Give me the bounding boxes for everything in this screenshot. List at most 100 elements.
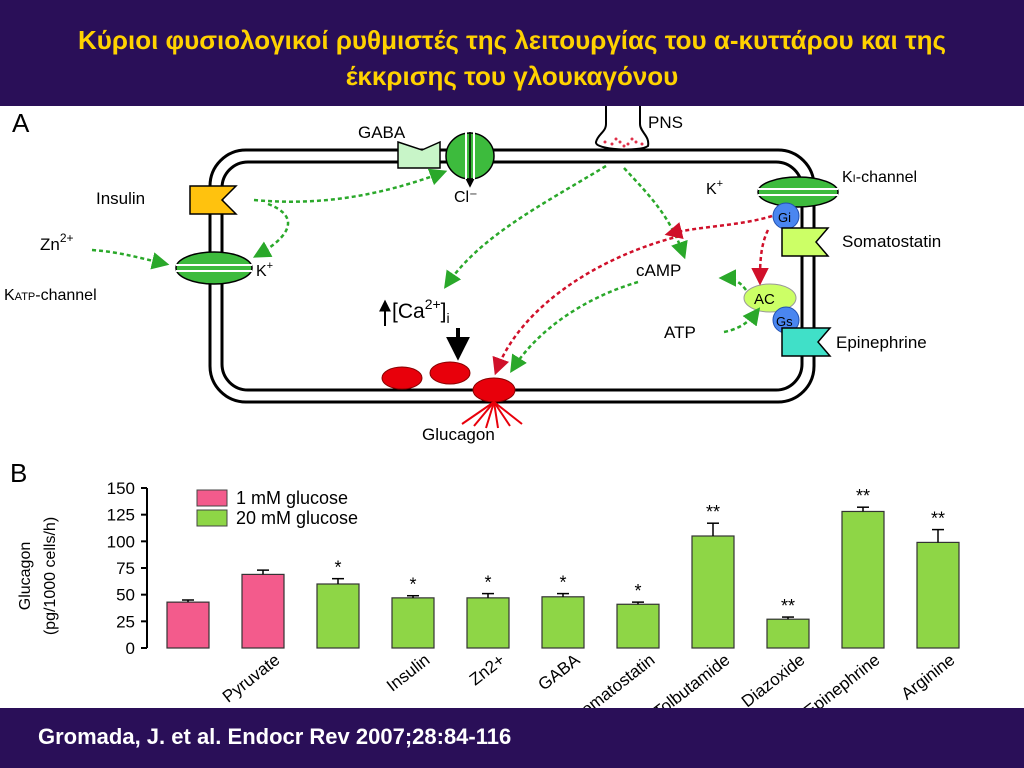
legend-swatch: [196, 489, 228, 507]
panel-b-letter: B: [10, 458, 27, 488]
stimulatory-arrows: [91, 164, 761, 373]
arrow-insulin-to-gaba: [253, 168, 448, 203]
somatostatin-label: Somatostatin: [842, 232, 941, 251]
insulin-receptor: Insulin: [96, 185, 238, 215]
camp-label: cAMP: [636, 261, 681, 280]
bar: [466, 597, 510, 649]
x-tick-label: Insulin: [383, 650, 433, 695]
bar: [766, 618, 810, 649]
glucagon-granule-1: [381, 366, 423, 390]
chloride-channel: Cl⁻: [445, 132, 495, 206]
epinephrine-label: Epinephrine: [836, 333, 927, 352]
x-tick-label: Arginine: [898, 650, 959, 703]
chloride-label: Cl⁻: [454, 189, 478, 206]
bar: [616, 603, 660, 649]
slide-title-line2: έκκρισης του γλουκαγόνου: [345, 61, 679, 91]
gaba-label: GABA: [358, 123, 406, 142]
significance-marker: **: [856, 486, 870, 506]
arrow-gi-to-ac: [751, 229, 770, 286]
significance-marker: *: [409, 575, 416, 595]
slide-footer: Gromada, J. et al. Endocr Rev 2007;28:84…: [0, 708, 1024, 768]
significance-marker: **: [781, 596, 795, 616]
arrow-pns-to-camp: [623, 167, 688, 260]
gi-label: Gi: [778, 210, 791, 225]
y-tick-label: 25: [116, 612, 135, 631]
katp-channel: K+ KATP-channel: [4, 251, 273, 304]
arrow-pns-to-calcium: [444, 164, 607, 289]
pns-label: PNS: [648, 113, 683, 132]
inhibitory-arrows: [492, 214, 773, 376]
y-tick-label: 75: [116, 559, 135, 578]
katp-k-label: K+: [256, 260, 273, 280]
y-tick-label: 0: [126, 639, 135, 658]
svg-text:[Ca2+]i: [Ca2+]i: [392, 296, 450, 326]
y-axis: 0 25 50 75 100 125 150: [107, 479, 148, 658]
x-tick-label: Tolbutamide: [650, 650, 734, 708]
ac-label: AC: [754, 291, 775, 308]
significance-marker: *: [334, 558, 341, 578]
panel-a-letter: A: [12, 108, 30, 138]
panel-a: A PNS GABA Cl⁻ In: [4, 106, 941, 444]
figure-svg: A PNS GABA Cl⁻ In: [4, 106, 960, 726]
x-tick-label: Somatostatin: [569, 650, 659, 708]
insulin-label: Insulin: [96, 189, 145, 208]
figure: A PNS GABA Cl⁻ In: [0, 106, 1024, 726]
bar: [166, 601, 210, 649]
glucagon-granule-2: [429, 361, 471, 385]
katp-channel-label: KATP-channel: [4, 287, 97, 304]
y-tick-label: 125: [107, 506, 135, 525]
y-axis-label: Glucagon: [17, 542, 34, 611]
significance-marker: **: [706, 502, 720, 522]
ki-k-label: K+: [706, 178, 723, 198]
arrow-zinc-to-katp: [91, 248, 170, 270]
calcium-label: [Ca2+]i: [379, 296, 470, 361]
gs-label: Gs: [776, 314, 793, 329]
y-tick-label: 50: [116, 586, 135, 605]
y-tick-label: 100: [107, 532, 135, 551]
glucagon-granule-exocytosis: [472, 377, 516, 403]
glucagon-release-rays: [461, 401, 523, 429]
x-tick-label: Zn2+: [466, 650, 509, 689]
bar: [691, 535, 735, 649]
slide-title: Κύριοι φυσιολογικοί ρυθμιστές της λειτου…: [20, 22, 1004, 94]
arrow-ac-to-camp: [718, 269, 747, 291]
arrow-gi-to-camp: [664, 214, 773, 240]
bar: [841, 510, 885, 649]
bar: [391, 597, 435, 649]
citation: Gromada, J. et al. Endocr Rev 2007;28:84…: [38, 724, 512, 749]
significance-marker: *: [484, 573, 491, 593]
slide-header: Κύριοι φυσιολογικοί ρυθμιστές της λειτου…: [0, 0, 1024, 106]
significance-marker: *: [559, 573, 566, 593]
arrow-gi-to-glucagon: [492, 234, 681, 376]
legend-label: 20 mM glucose: [236, 508, 358, 528]
ki-channel: K+ KI-channel: [706, 169, 917, 208]
panel-b-chart: B Glucagon (pg/1000 cells/h) 0 25 50 75 100 1…: [10, 458, 960, 726]
x-tick-label: Epinephrine: [800, 650, 883, 708]
glucagon-label: Glucagon: [422, 425, 495, 444]
significance-marker: *: [634, 581, 641, 601]
x-tick-label: Diazoxide: [738, 650, 809, 708]
y-tick-label: 150: [107, 479, 135, 498]
significance-marker: **: [931, 509, 945, 529]
cell-membrane-outer: [208, 148, 816, 404]
arrow-atp-to-ac: [723, 307, 761, 334]
bar: [916, 541, 960, 649]
arrow-camp-to-glucagon: [510, 280, 639, 373]
x-tick-label: GABA: [535, 650, 584, 694]
bar: [241, 573, 285, 649]
bar: [316, 583, 360, 649]
arrow-insulin-to-katp: [252, 202, 290, 258]
y-axis-label-units: (pg/1000 cells/h): [42, 517, 59, 635]
somatostatin-receptor: [781, 227, 830, 257]
legend-swatch: [196, 509, 228, 527]
atp-label: ATP: [664, 323, 696, 342]
epinephrine-receptor: [781, 327, 832, 357]
legend-label: 1 mM glucose: [236, 488, 348, 508]
gaba-receptor: GABA: [358, 123, 441, 169]
zinc-label: Zn2+: [40, 231, 74, 254]
adenylyl-cyclase: [743, 283, 797, 313]
bar: [541, 596, 585, 649]
pns-terminal: PNS: [595, 106, 683, 151]
slide-title-line1: Κύριοι φυσιολογικοί ρυθμιστές της λειτου…: [77, 25, 946, 55]
